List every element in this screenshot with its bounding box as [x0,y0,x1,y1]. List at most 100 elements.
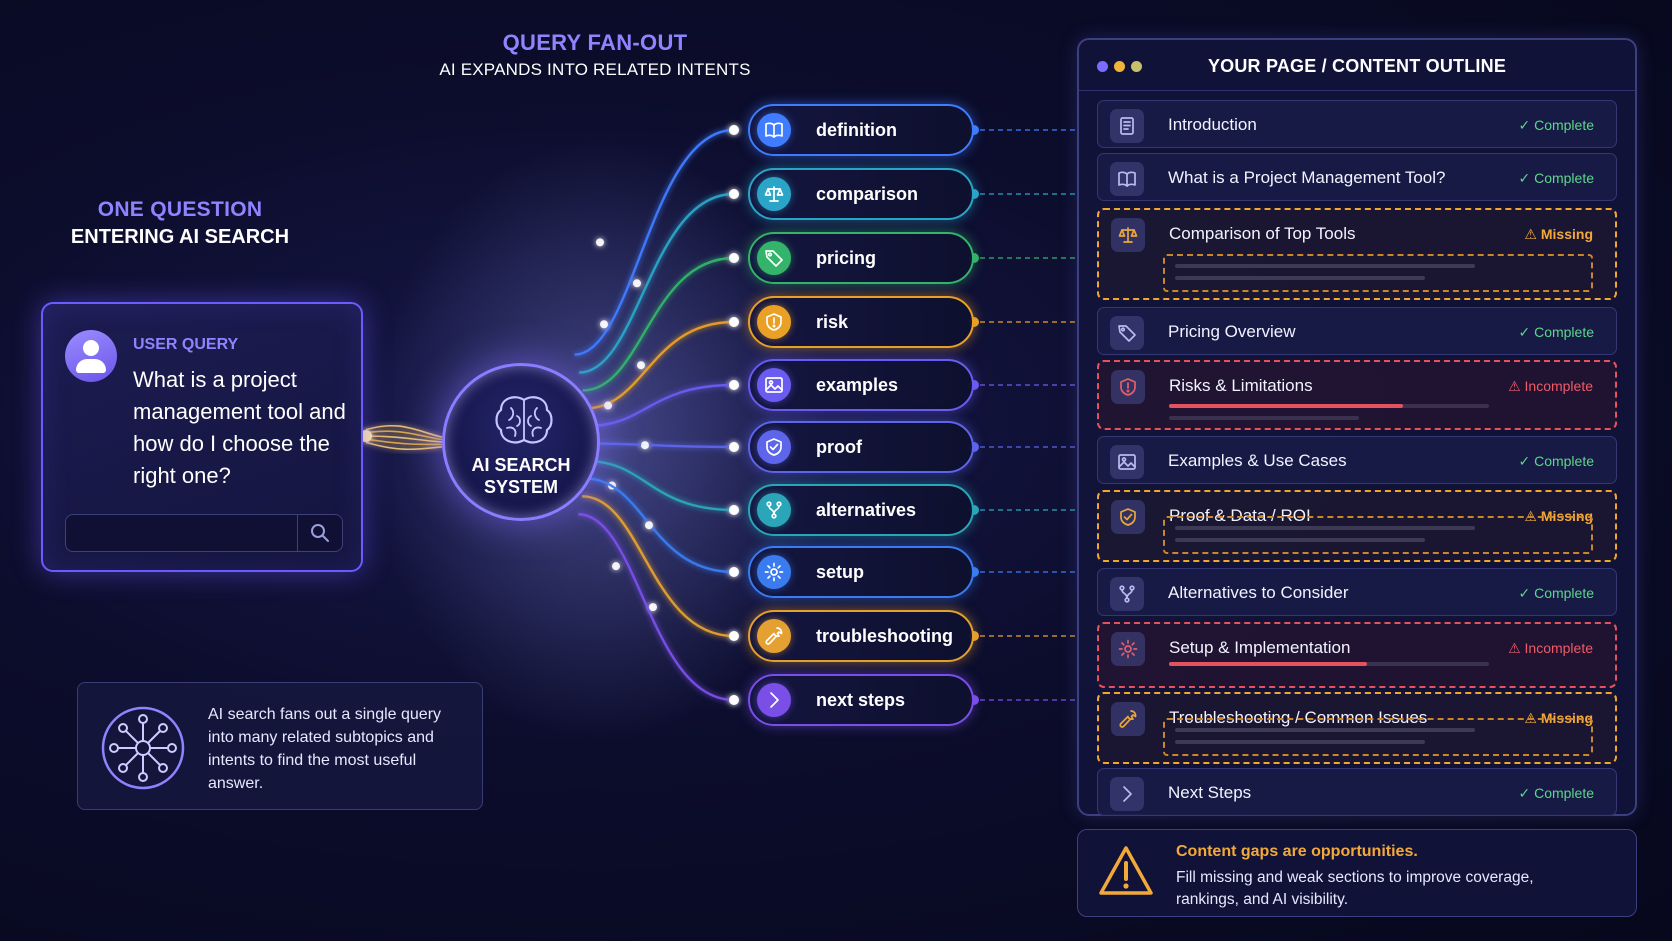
intent-inlet-node [729,631,739,641]
intent-label: definition [816,120,897,140]
intent-definition[interactable]: definition [748,104,974,156]
section-title: Setup & Implementation [1169,638,1351,657]
status-text: Complete [1534,324,1594,340]
ai-search-system-node: AI SEARCH SYSTEM [442,363,600,521]
intent-risk[interactable]: risk [748,296,974,348]
missing-content-placeholder [1163,516,1593,554]
outline-section-proof-data-roi[interactable]: Proof & Data / ROI⚠ Missing [1097,490,1617,562]
intent-icon [757,555,791,589]
section-title: Introduction [1168,115,1257,134]
intent-inlet-node [729,189,739,199]
intent-label: risk [816,312,849,332]
placeholder-line [1175,538,1425,542]
status-text: Incomplete [1524,378,1593,394]
section-icon [1111,500,1145,534]
wrench-icon [1119,710,1137,728]
search-button[interactable] [297,515,342,551]
section-title: Alternatives to Consider [1168,583,1349,602]
status-text: Complete [1534,117,1594,133]
book-icon [1118,171,1136,187]
section-title: Next Steps [1168,783,1252,802]
outline-section-introduction[interactable]: Introduction ✓ Complete [1097,100,1617,148]
fan-out-heading: QUERY FAN-OUT AI EXPANDS INTO RELATED IN… [400,30,790,80]
intent-icon [757,430,791,464]
status-text: Missing [1540,226,1593,242]
tag-icon [1118,325,1136,342]
outline-section-setup-implementation[interactable]: Setup & Implementation ⚠ Incomplete [1097,622,1617,688]
outline-divider [1079,90,1635,91]
section-status: ⚠ Missing [1524,226,1593,243]
intent-proof[interactable]: proof [748,421,974,473]
outline-section-examples-use-cases[interactable]: Examples & Use Cases✓ Complete [1097,436,1617,484]
wrench-icon [765,627,783,645]
image-icon [765,377,783,393]
input-wire [365,435,443,443]
intent-inlet-node [729,253,739,263]
intent-alternatives[interactable]: alternatives [748,484,974,536]
window-dot-3 [1131,61,1142,72]
input-wire [365,438,443,446]
status-glyph: ✓ [1518,117,1535,133]
intent-inlet-node [729,442,739,452]
status-glyph: ✓ [1518,785,1535,801]
wire-node [649,603,657,612]
outline-title: YOUR PAGE / CONTENT OUTLINE [1207,56,1507,76]
outline-section-next-steps[interactable]: Next Steps✓ Complete [1097,768,1617,816]
section-icon [1110,777,1144,811]
section-title: Examples & Use Cases [1168,451,1347,470]
scales-icon [764,186,784,202]
section-status: ✓ Complete [1518,324,1594,341]
outline-section-what-is-a-project-management-tool[interactable]: What is a Project Management Tool?✓ Comp… [1097,153,1617,201]
gear-icon [764,562,784,582]
intent-inlet-node [729,317,739,327]
outline-section-troubleshooting-common-issues[interactable]: Troubleshooting / Common Issues⚠ Missing [1097,692,1617,764]
ai-core-line1: AI SEARCH [471,455,571,475]
status-text: Complete [1534,585,1594,601]
wire-node [604,401,612,410]
intent-examples[interactable]: examples [748,359,974,411]
fan-out-wire-0 [574,128,735,356]
missing-content-placeholder [1163,254,1593,292]
fork-icon [1119,585,1135,603]
input-wire [365,441,443,451]
input-wire-node [360,430,372,442]
status-glyph: ⚠ [1508,640,1525,656]
section-progress-track-secondary [1169,416,1359,420]
intent-comparison[interactable]: comparison [748,168,974,220]
document-icon [1120,117,1134,135]
left-heading-line1: ONE QUESTION [97,198,263,221]
fan-out-wire-5 [586,442,735,449]
outline-section-alternatives-to-consider[interactable]: Alternatives to Consider ✓ Complete [1097,568,1617,616]
outline-section-pricing-overview[interactable]: Pricing Overview ✓ Complete [1097,307,1617,355]
fan-out-explainer-card: AI search fans out a single query into m… [77,682,483,810]
fan-out-wire-1 [579,192,735,374]
section-status: ⚠ Incomplete [1508,378,1593,395]
intent-icon [757,619,791,653]
section-icon [1110,577,1144,611]
section-progress-fill [1169,662,1367,666]
section-status: ✓ Complete [1518,585,1594,602]
section-icon [1111,632,1145,666]
book-icon [765,122,783,138]
outline-section-comparison-of-top-tools[interactable]: Comparison of Top Tools ⚠ Missing [1097,208,1617,300]
section-title: What is a Project Management Tool? [1168,168,1446,187]
intent-pricing[interactable]: pricing [748,232,974,284]
intent-next-steps[interactable]: next steps [748,674,974,726]
status-glyph: ✓ [1518,324,1535,340]
intent-icon [757,683,791,717]
fan-out-explainer-text: AI search fans out a single query into m… [208,706,442,792]
intent-setup[interactable]: setup [748,546,974,598]
window-dot-1 [1097,61,1108,72]
user-query-label: USER QUERY [133,336,239,353]
intent-troubleshooting[interactable]: troubleshooting [748,610,974,662]
section-title: Proof & Data / ROI [1169,506,1311,525]
section-title: Pricing Overview [1168,322,1296,341]
intent-label: pricing [816,248,877,268]
section-title: Comparison of Top Tools [1169,224,1356,243]
section-status: ⚠ Incomplete [1508,640,1593,657]
outline-section-risks-limitations[interactable]: Risks & Limitations⚠ Incomplete [1097,360,1617,430]
fork-icon [766,501,782,519]
shield-alert-icon [766,313,782,331]
wire-node [637,361,645,370]
query-search-input[interactable] [66,515,302,553]
